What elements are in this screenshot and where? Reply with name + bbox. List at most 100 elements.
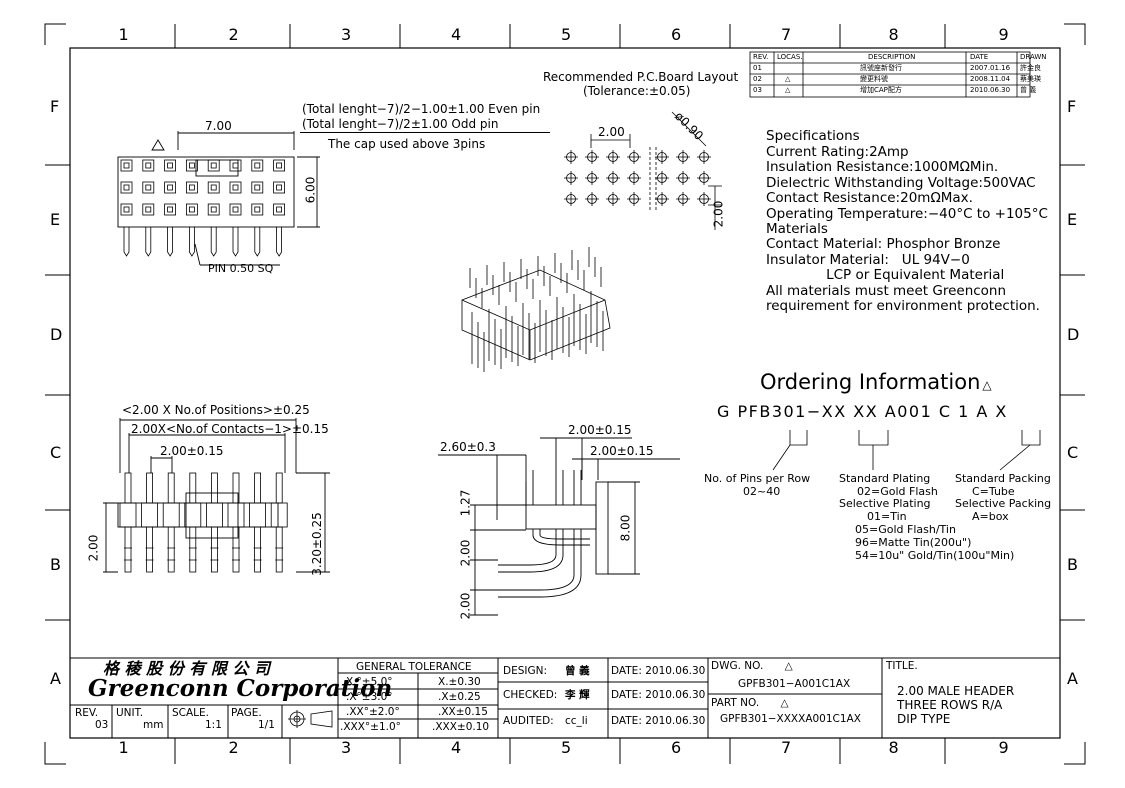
cap-note: The cap used above 3pins <box>300 132 550 150</box>
tolerance-linear: X.±0.30 <box>438 676 481 688</box>
front-pin-bottom <box>124 526 132 573</box>
dim-side-127: 1.27 <box>458 489 473 517</box>
pin-square <box>251 203 264 216</box>
front-pin-top <box>210 472 218 504</box>
pcb-hole-cross <box>627 150 641 164</box>
pcb-hole-cross <box>585 171 599 185</box>
front-pin-mark <box>232 547 240 561</box>
front-pin-mark <box>145 547 154 561</box>
row-label: C <box>50 442 62 462</box>
dwg-label-text: DWG. NO. <box>711 660 764 672</box>
pin-square-inner <box>232 206 239 213</box>
pcb-layout-tolerance: (Tolerance:±0.05) <box>583 84 691 98</box>
pin-square <box>273 203 286 216</box>
odd-pin-note: (Total lenght−7)/2±1.00 Odd pin <box>302 117 499 131</box>
pcb-hole-cross <box>627 192 641 206</box>
spec-line: Contact Material: Phosphor Bronze <box>766 236 1001 253</box>
pcb-layout-title: Recommended P.C.Board Layout <box>543 70 739 84</box>
date-value: 2010.06.30 <box>645 715 706 727</box>
dim-contacts: 2.00X<No.of Contacts−1>±0.15 <box>131 422 329 436</box>
col-label: 8 <box>888 25 899 44</box>
pin-square-inner <box>167 162 174 169</box>
date-value: 2010.06.30 <box>645 665 706 677</box>
date-3: DATE: 2010.06.30 <box>611 716 705 727</box>
part-number: GPFB301−XXXXA001C1AX <box>720 713 861 725</box>
checked-value: 李 輝 <box>565 689 590 701</box>
pin-square-inner <box>145 184 152 191</box>
pcb-hole-cross <box>585 150 599 164</box>
pin-square <box>164 181 177 194</box>
rev-table-cell: 2008.11.04 <box>970 75 1011 83</box>
ordering-title-text: Ordering Information <box>760 370 981 394</box>
pin-square <box>229 203 242 216</box>
part-label-text: PART NO. <box>711 697 760 709</box>
spec-line: requirement for environment protection. <box>766 298 1040 314</box>
pin-square <box>273 159 286 172</box>
revision-table-grid <box>749 51 1031 98</box>
pin-tail <box>210 227 217 257</box>
pin-square-inner <box>232 162 239 169</box>
front-pin-top <box>189 472 197 504</box>
tolerance-linear: .XX±0.15 <box>438 706 488 718</box>
pcb-hole-cross <box>564 171 578 185</box>
dim-320: 3.20±0.25 <box>309 512 324 576</box>
checked-label: CHECKED: <box>503 689 558 701</box>
front-pin-top <box>275 472 283 504</box>
title-line-3: DIP TYPE <box>897 712 951 726</box>
pin-square-inner <box>276 162 283 169</box>
dim-pitch-front: 2.00±0.15 <box>160 444 224 458</box>
pcb-pitch-label: 2.00 <box>598 125 625 139</box>
col-label: 3 <box>341 738 352 757</box>
pin-square-inner <box>276 184 283 191</box>
col-label: 4 <box>451 738 462 757</box>
even-pin-note: (Total lenght−7)/2−1.00±1.00 Even pin <box>302 102 541 116</box>
warning-triangle-icon: △ <box>784 660 793 672</box>
spec-line: Dielectric Withstanding Voltage:500VAC <box>766 174 1036 191</box>
pcb-hole-cross <box>676 171 690 185</box>
plating-option: 96=Matte Tin(200u") <box>855 536 972 549</box>
spec-line: Insulator Material: UL 94V−0 <box>766 251 970 268</box>
pin-square <box>207 159 220 172</box>
pin-square-inner <box>123 184 130 191</box>
pin-square <box>229 181 242 194</box>
front-pin-bottom <box>146 526 154 573</box>
col-label: 7 <box>781 738 792 757</box>
row-label: B <box>50 555 61 574</box>
front-pin-housing <box>119 502 137 528</box>
pcb-hole-cross <box>606 150 620 164</box>
dim-6: 6.00 <box>303 176 318 204</box>
row-label: F <box>50 96 60 116</box>
scale-value: 1:1 <box>205 719 222 731</box>
design-label: DESIGN: <box>503 665 548 677</box>
col-label: 5 <box>561 25 572 44</box>
title-label: TITLE. <box>886 660 918 672</box>
front-pin-bottom <box>189 526 197 573</box>
front-pin-top <box>167 472 175 504</box>
col-label: 6 <box>671 738 682 757</box>
top-view-pins <box>120 159 286 257</box>
pin-square-inner <box>123 162 130 169</box>
pin-tail <box>254 227 261 257</box>
packing-title: Standard Packing <box>955 472 1051 485</box>
dim-left-2: 2.00 <box>86 534 101 562</box>
pin-square-inner <box>254 184 261 191</box>
col-label: 2 <box>228 25 239 44</box>
projection-symbol-icon <box>288 710 333 728</box>
pcb-row-pitch-label: 2.00 <box>711 200 726 228</box>
pcb-hole-cross <box>697 192 711 206</box>
pins-label: No. of Pins per Row <box>704 472 811 485</box>
date-label: DATE: <box>611 665 642 677</box>
pcb-hole-cross <box>697 171 711 185</box>
rev-table-header: LOCAS. <box>777 53 803 61</box>
front-pin-housing <box>184 502 202 528</box>
tolerance-angle: .X°±3.0° <box>346 691 393 703</box>
row-label: A <box>1067 669 1078 688</box>
rev-table-cell: 03 <box>753 86 762 94</box>
front-pin-mark <box>167 547 176 561</box>
row-label: E <box>1067 210 1078 229</box>
rev-table-cell: 01 <box>753 64 762 72</box>
pin-tail <box>276 227 282 257</box>
rev-value: 03 <box>95 719 109 731</box>
pin-tail <box>145 227 152 257</box>
